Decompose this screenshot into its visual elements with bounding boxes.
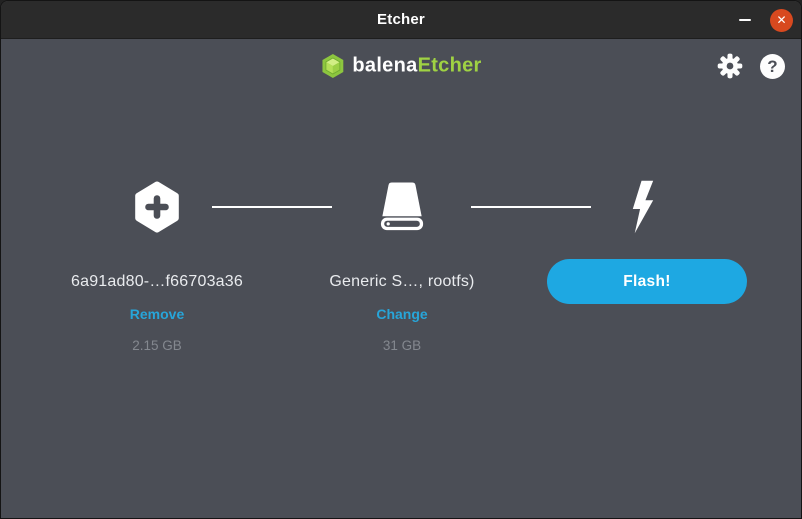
minimize-icon (739, 19, 751, 21)
question-mark-glyph: ? (767, 56, 778, 76)
close-button[interactable]: ✕ (770, 8, 793, 32)
close-icon: ✕ (776, 13, 787, 27)
minimize-button[interactable] (734, 9, 756, 31)
flash-button[interactable]: Flash! (547, 259, 747, 304)
drive-icon (379, 180, 425, 238)
lightning-bolt-icon (626, 179, 659, 240)
brand-wordmark: balenaEtcher (352, 55, 481, 78)
hexagon-plus-icon (133, 180, 181, 239)
window-title: Etcher (377, 11, 425, 28)
window-controls: ✕ (734, 1, 793, 39)
gear-icon (716, 52, 744, 80)
drive-name: Generic S…, rootfs) (329, 273, 475, 290)
brand-prefix: balena (352, 54, 418, 77)
target-drive-panel: Generic S…, rootfs) Change 31 GB (272, 273, 532, 353)
remove-image-link[interactable]: Remove (129, 306, 185, 322)
settings-button[interactable] (716, 52, 744, 80)
image-source-panel: 6a91ad80-…f66703a36 Remove 2.15 GB (27, 273, 287, 353)
help-button[interactable]: ? (760, 53, 785, 79)
connector-line (471, 206, 591, 208)
connector-line (212, 206, 332, 208)
header-actions: ? (716, 40, 785, 92)
image-name: 6a91ad80-…f66703a36 (71, 273, 243, 290)
question-mark-icon: ? (760, 53, 785, 79)
balena-cube-icon (320, 54, 345, 79)
change-drive-link[interactable]: Change (376, 306, 428, 322)
drive-size: 31 GB (382, 338, 422, 353)
app-header: balenaEtcher (1, 40, 801, 92)
image-size: 2.15 GB (132, 338, 182, 353)
brand-logo: balenaEtcher (320, 54, 481, 79)
titlebar[interactable]: Etcher ✕ (1, 1, 801, 39)
brand-suffix: Etcher (417, 54, 482, 77)
